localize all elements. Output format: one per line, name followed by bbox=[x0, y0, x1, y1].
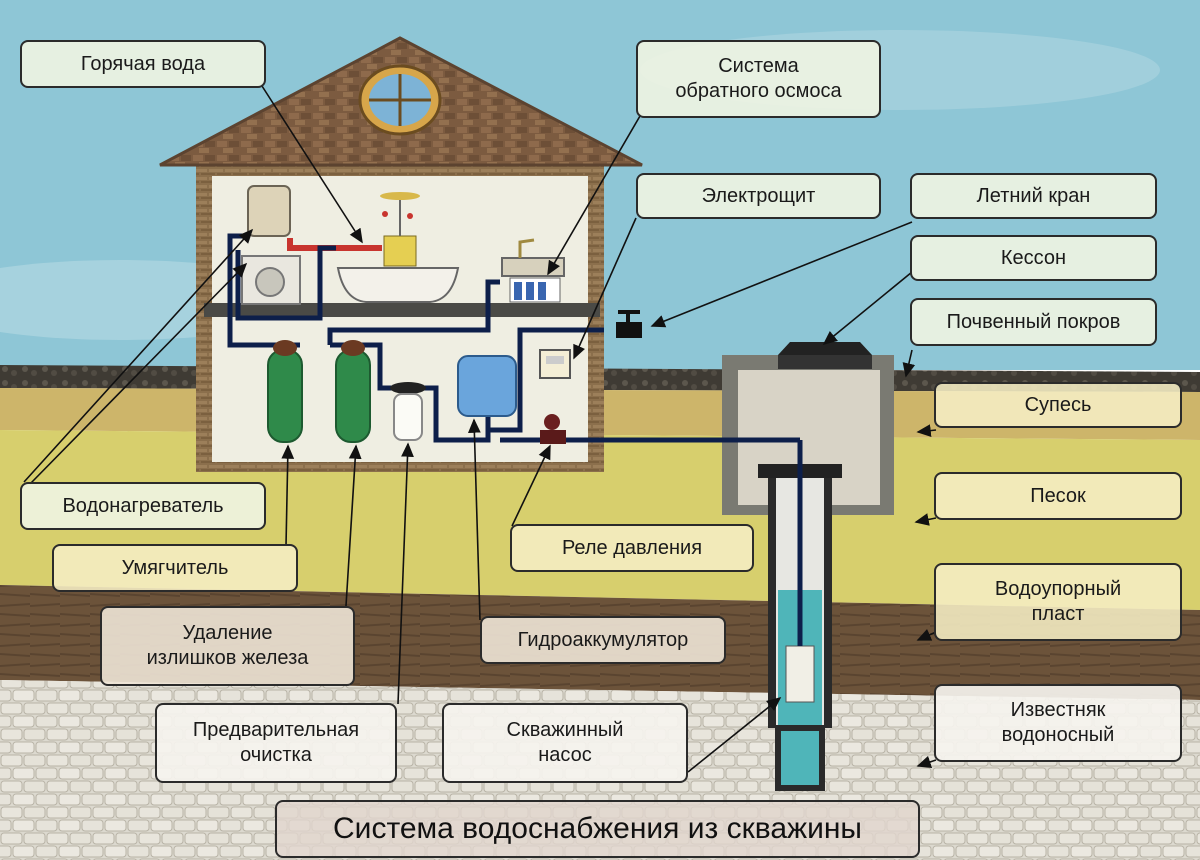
sand-layer bbox=[0, 430, 1200, 610]
label-water-heater: Водонагреватель bbox=[20, 482, 266, 530]
label-aquifer-limestone: Известняк водоносный bbox=[934, 684, 1182, 762]
window-icon bbox=[358, 64, 442, 136]
label-topsoil: Почвенный покров bbox=[910, 298, 1157, 346]
label-hydro-accumulator: Гидроаккумулятор bbox=[480, 616, 726, 664]
label-sandy-loam: Супесь bbox=[934, 382, 1182, 428]
bathtub-icon bbox=[336, 192, 460, 303]
label-pre-filter: Предварительная очистка bbox=[155, 703, 397, 783]
label-reverse-osmosis: Система обратного осмоса bbox=[636, 40, 881, 118]
label-softener: Умягчитель bbox=[52, 544, 298, 592]
label-iron-removal: Удаление излишков железа bbox=[100, 606, 355, 686]
label-caisson: Кессон bbox=[910, 235, 1157, 281]
pre-filter bbox=[390, 382, 426, 441]
iron-removal-filter bbox=[267, 340, 303, 443]
washing-machine-icon bbox=[241, 255, 301, 305]
pump-icon bbox=[785, 645, 815, 703]
label-electrical-panel: Электрощит bbox=[636, 173, 881, 219]
valve-icon bbox=[616, 310, 642, 338]
label-well-pump: Скважинный насос bbox=[442, 703, 688, 783]
ro-filter-icon bbox=[509, 277, 561, 303]
label-hot-water: Горячая вода bbox=[20, 40, 266, 88]
label-pressure-switch: Реле давления bbox=[510, 524, 754, 572]
pressure-tank-icon bbox=[457, 355, 517, 417]
electrical-panel-icon bbox=[539, 349, 571, 379]
label-summer-tap: Летний кран bbox=[910, 173, 1157, 219]
softener-filter bbox=[335, 340, 371, 443]
floor-slab bbox=[204, 303, 600, 317]
diagram-title: Система водоснабжения из скважины bbox=[275, 800, 920, 858]
label-sand: Песок bbox=[934, 472, 1182, 520]
caisson-lid bbox=[778, 342, 872, 355]
label-aquitard: Водоупорный пласт bbox=[934, 563, 1182, 641]
water-heater-icon bbox=[247, 185, 291, 237]
pressure-switch-icon bbox=[540, 414, 566, 444]
leader-lines bbox=[23, 85, 937, 773]
